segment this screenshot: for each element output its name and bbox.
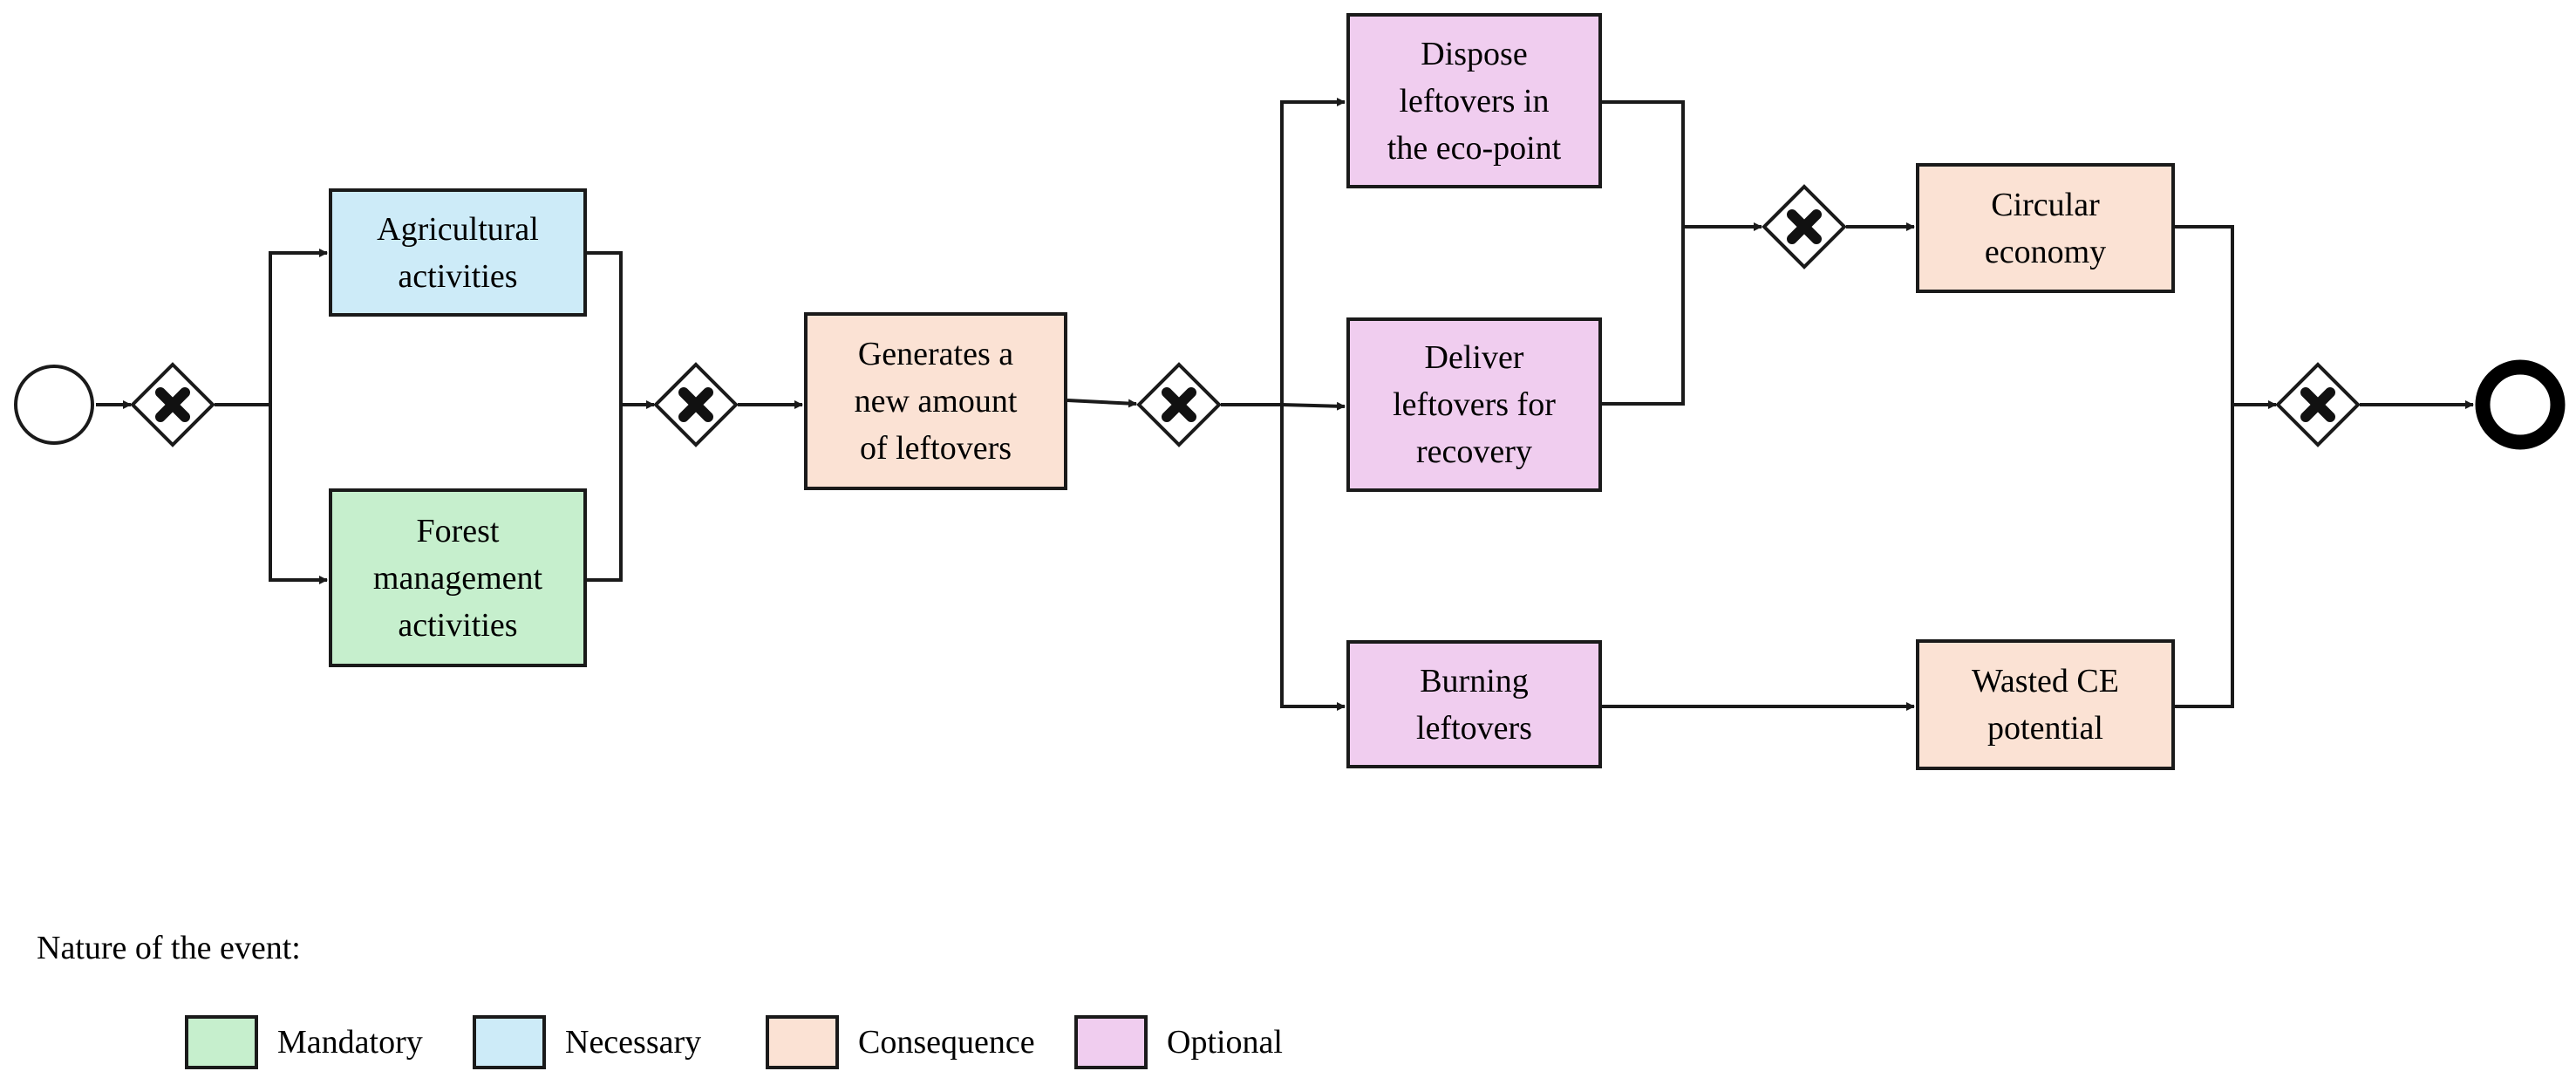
legend-item-optional: Optional: [1074, 1012, 1283, 1073]
flow-gateway-3-to-burning: [1280, 405, 1346, 711]
legend-swatch: [766, 1015, 839, 1069]
start-event-icon: [14, 365, 94, 445]
legend-label: Mandatory: [277, 1024, 423, 1061]
flow-gateway-3-to-deliver: [1281, 401, 1346, 411]
exclusive-gateway-5-icon: [2275, 362, 2361, 447]
flow-forest-to-gateway-2: [587, 405, 623, 582]
task-burning-leftovers: Burning leftovers: [1346, 640, 1602, 768]
flow-gateway-1-to-agricultural: [269, 249, 328, 405]
legend-swatch: [185, 1015, 258, 1069]
exclusive-gateway-2-icon: [653, 362, 739, 447]
legend-label: Necessary: [565, 1024, 702, 1061]
flow-generates-to-gateway-3: [1067, 399, 1137, 408]
legend-label: Consequence: [858, 1024, 1035, 1061]
task-label: Wasted CE potential: [1972, 663, 2119, 747]
task-dispose-leftovers: Dispose leftovers in the eco-point: [1346, 13, 1602, 188]
task-label: Generates a new amount of leftovers: [854, 336, 1018, 467]
legend-title: Nature of the event:: [37, 930, 301, 966]
task-label: Dispose leftovers in the eco-point: [1387, 35, 1562, 167]
legend-swatch: [1074, 1015, 1148, 1069]
task-forest-management-activities: Forest management activities: [329, 488, 587, 667]
flow-circular-to-gateway-5: [2175, 225, 2234, 405]
task-label: Deliver leftovers for recovery: [1393, 339, 1556, 470]
legend-item-necessary: Necessary: [473, 1012, 701, 1073]
flow-wasted-to-gateway-5: [2175, 405, 2234, 708]
flow-deliver-to-gateway-4: [1602, 227, 1685, 406]
end-event-icon: [2475, 359, 2566, 450]
task-label: Forest management activities: [372, 512, 543, 644]
legend-item-mandatory: Mandatory: [185, 1012, 423, 1073]
exclusive-gateway-3-icon: [1136, 362, 1222, 447]
exclusive-gateway-1-icon: [130, 362, 215, 447]
flow-dispose-to-gateway-4: [1602, 100, 1685, 227]
legend-label: Optional: [1167, 1024, 1283, 1061]
task-generates-new-leftovers: Generates a new amount of leftovers: [804, 312, 1067, 490]
task-circular-economy: Circular economy: [1916, 163, 2175, 293]
task-deliver-leftovers: Deliver leftovers for recovery: [1346, 317, 1602, 492]
legend-swatch: [473, 1015, 546, 1069]
task-label: Burning leftovers: [1416, 662, 1532, 747]
legend-item-consequence: Consequence: [766, 1012, 1035, 1073]
task-label: Agricultural activities: [377, 210, 539, 295]
flow-agricultural-to-gateway-2: [587, 251, 623, 405]
task-wasted-ce-potential: Wasted CE potential: [1916, 639, 2175, 770]
flow-gateway-1-to-forest: [269, 405, 328, 584]
task-label: Circular economy: [1984, 186, 2107, 270]
exclusive-gateway-4-icon: [1762, 184, 1847, 270]
flow-gateway-3-to-dispose: [1280, 98, 1346, 405]
task-agricultural-activities: Agricultural activities: [329, 188, 587, 317]
